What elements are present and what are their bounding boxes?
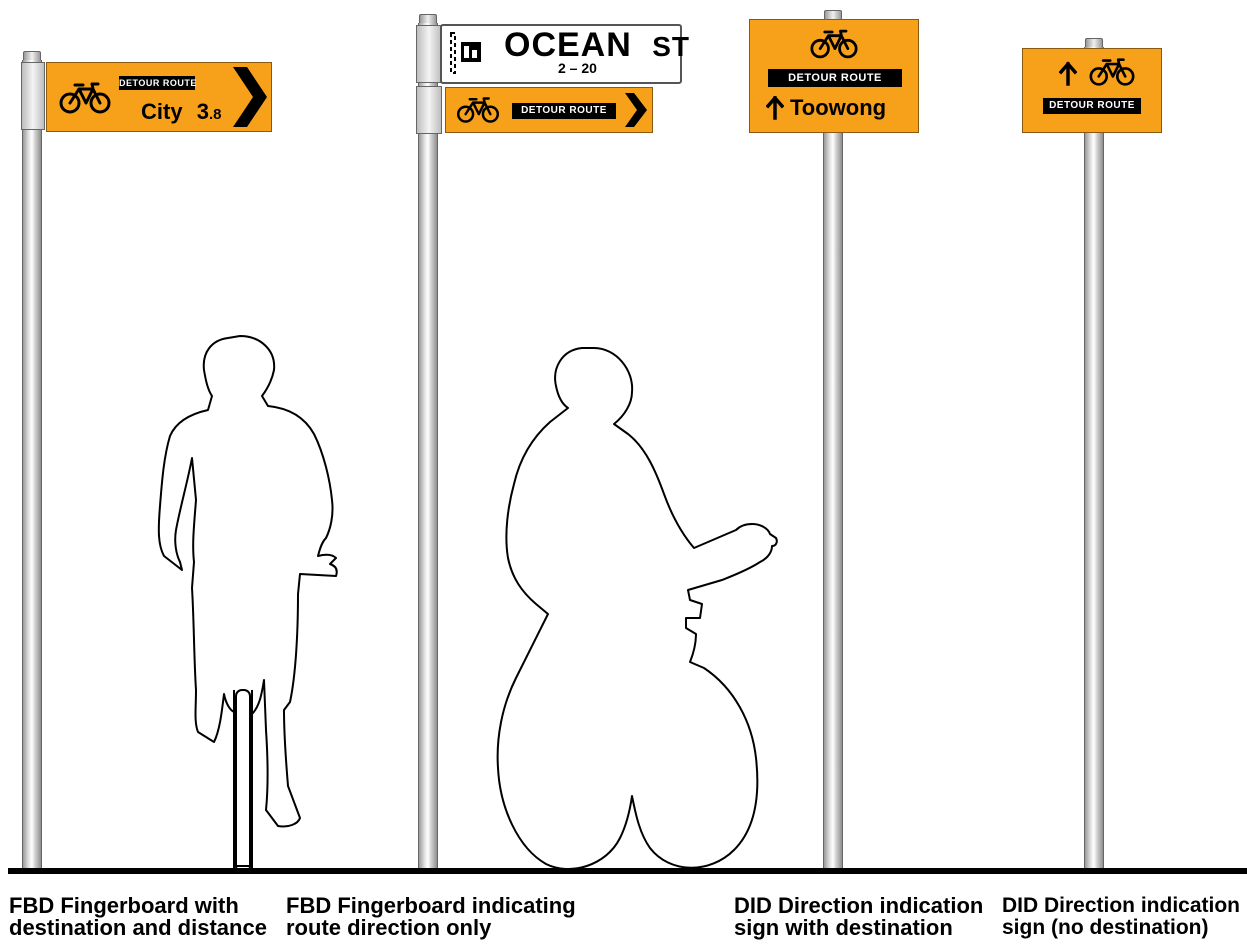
destination-name: City [141,99,183,124]
bicycle-icon [456,96,500,124]
caption-line-2: destination and distance [9,917,267,939]
pole-bracket [416,25,442,83]
direction-indication-sign-no-destination: DETOUR ROUTE [1022,48,1162,133]
destination-text: City 3.8 [141,100,221,127]
caption-did-no-destination: DID Direction indication sign (no destin… [1002,895,1240,939]
ground-line [8,868,1247,874]
council-logo-icon [450,32,484,74]
caption-fbd-destination: FBD Fingerboard with destination and dis… [9,895,267,939]
caption-line-1: DID Direction indication [1002,895,1240,917]
pole-bracket [21,62,45,130]
sign-pole [418,23,438,868]
street-suffix-text: ST [652,31,690,62]
distance-decimal: .8 [209,106,222,123]
street-name: OCEAN ST [504,26,690,66]
arrow-up-icon [1059,61,1077,87]
distance-value: 3 [197,99,209,124]
chevron-right-icon [624,92,648,128]
caption-line-2: sign with destination [734,917,983,939]
route-label: DETOUR ROUTE [512,103,616,119]
bicycle-icon [59,81,111,115]
sign-pole [22,60,42,868]
route-label: DETOUR ROUTE [119,76,195,90]
caption-line-2: sign (no destination) [1002,917,1240,939]
cyclist-side-silhouette [490,338,780,876]
sign-pole [823,19,843,868]
street-name-text: OCEAN [504,26,632,64]
bicycle-icon [1089,57,1135,87]
fingerboard-sign-destination: DETOUR ROUTE City 3.8 [46,62,272,132]
caption-did-destination: DID Direction indication sign with desti… [734,895,983,939]
caption-fbd-direction: FBD Fingerboard indicating route directi… [286,895,576,939]
cyclist-rear-silhouette [150,330,350,875]
street-name-sign: OCEAN ST 2 – 20 [440,24,682,84]
arrow-up-icon [766,96,784,120]
destination-text: Toowong [790,95,886,121]
bicycle-icon [810,28,858,60]
caption-line-1: DID Direction indication [734,895,983,917]
caption-line-1: FBD Fingerboard indicating [286,895,576,917]
caption-line-1: FBD Fingerboard with [9,895,267,917]
street-numbers: 2 – 20 [558,60,597,76]
direction-indication-sign-destination: DETOUR ROUTE Toowong [749,19,919,133]
fingerboard-sign-direction: DETOUR ROUTE [445,87,653,133]
route-label: DETOUR ROUTE [1043,98,1141,114]
chevron-right-icon [231,65,269,129]
pole-bracket [416,86,442,134]
route-label: DETOUR ROUTE [768,69,902,87]
sign-pole [1084,47,1104,868]
caption-line-2: route direction only [286,917,576,939]
